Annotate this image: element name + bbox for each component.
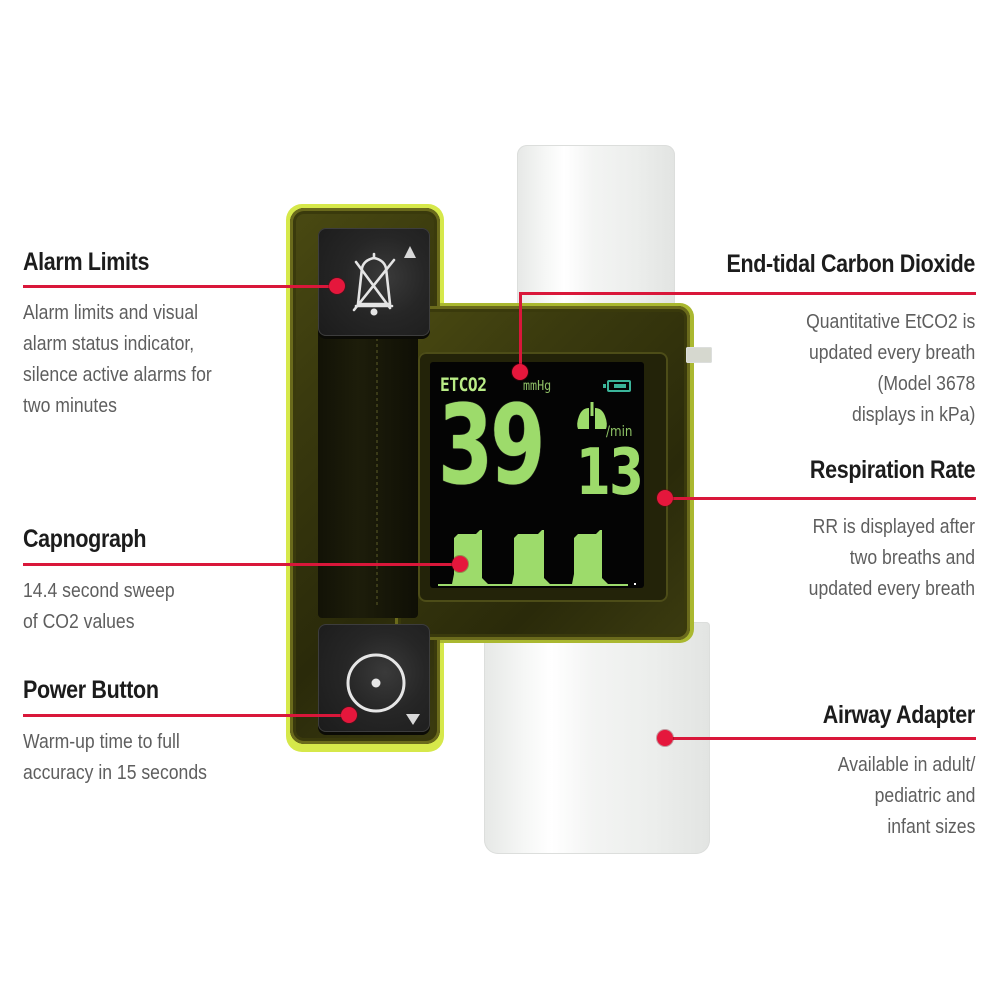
- respiration-rate-leader: [665, 497, 976, 500]
- desc-line: (Model 3678: [877, 373, 975, 395]
- adapter-peg: [686, 347, 712, 363]
- desc-line: displays in kPa): [851, 404, 975, 426]
- respiration-rate-description: RR is displayed after two breaths and up…: [809, 512, 975, 605]
- airway-adapter-description: Available in adult/ pediatric and infant…: [837, 750, 975, 843]
- desc-line: Available in adult/: [837, 754, 975, 776]
- desc-line: Quantitative EtCO2 is: [805, 311, 975, 333]
- airway-adapter-marker: [657, 730, 673, 746]
- down-triangle-icon: [406, 714, 420, 725]
- power-button-leader: [23, 714, 349, 717]
- capnograph-description: 14.4 second sweep of CO2 values: [23, 576, 175, 638]
- alarm-limits-marker: [329, 278, 345, 294]
- etco2-leader: [519, 292, 976, 295]
- etco2-description: Quantitative EtCO2 is updated every brea…: [806, 307, 975, 431]
- desc-line: two minutes: [23, 395, 117, 417]
- airway-adapter-leader: [665, 737, 976, 740]
- capnograph-leader: [23, 563, 460, 566]
- alarm-limits-title: Alarm Limits: [23, 248, 150, 276]
- alarm-limits-leader: [23, 285, 337, 288]
- etco2-leader-vertical: [519, 292, 522, 370]
- desc-line: alarm status indicator,: [23, 333, 195, 355]
- device-side-rail: [318, 322, 418, 618]
- bell-slash-icon: [352, 252, 396, 316]
- desc-line: silence active alarms for: [23, 364, 212, 386]
- power-button-description: Warm-up time to full accuracy in 15 seco…: [23, 727, 207, 789]
- desc-line: Warm-up time to full: [23, 731, 180, 753]
- desc-line: accuracy in 15 seconds: [23, 762, 207, 784]
- capnograph-waveform: [438, 530, 636, 586]
- power-button-title: Power Button: [23, 676, 159, 704]
- desc-line: two breaths and: [849, 547, 975, 569]
- etco2-value: 39: [438, 381, 545, 509]
- power-circle-icon: [346, 653, 406, 713]
- etco2-title: End-tidal Carbon Dioxide: [726, 250, 975, 278]
- desc-line: of CO2 values: [23, 611, 135, 633]
- desc-line: updated every breath: [808, 342, 975, 364]
- etco2-unit: mmHg: [523, 379, 552, 394]
- desc-line: RR is displayed after: [812, 516, 975, 538]
- etco2-label: ETCO2: [440, 374, 487, 396]
- desc-line: Alarm limits and visual: [23, 302, 199, 324]
- etco2-marker: [512, 364, 528, 380]
- respiration-rate-title: Respiration Rate: [809, 456, 976, 484]
- airway-adapter-title: Airway Adapter: [822, 701, 975, 729]
- desc-line: infant sizes: [886, 816, 975, 838]
- power-button-marker: [341, 707, 357, 723]
- alarm-limits-button[interactable]: [318, 228, 430, 336]
- device-display: ETCO2 mmHg 39 /min 13: [430, 362, 644, 588]
- battery-icon: [603, 380, 631, 392]
- respiration-rate-marker: [657, 490, 673, 506]
- lungs-icon: [577, 402, 607, 429]
- desc-line: 14.4 second sweep: [23, 580, 175, 602]
- alarm-limits-description: Alarm limits and visual alarm status ind…: [23, 298, 212, 422]
- respiration-rate-value: 13: [576, 436, 644, 510]
- capnograph-marker: [452, 556, 468, 572]
- up-triangle-icon: [404, 246, 416, 258]
- desc-line: updated every breath: [808, 578, 975, 600]
- rr-unit: /min: [606, 424, 633, 440]
- desc-line: pediatric and: [874, 785, 975, 807]
- capnograph-title: Capnograph: [23, 525, 147, 553]
